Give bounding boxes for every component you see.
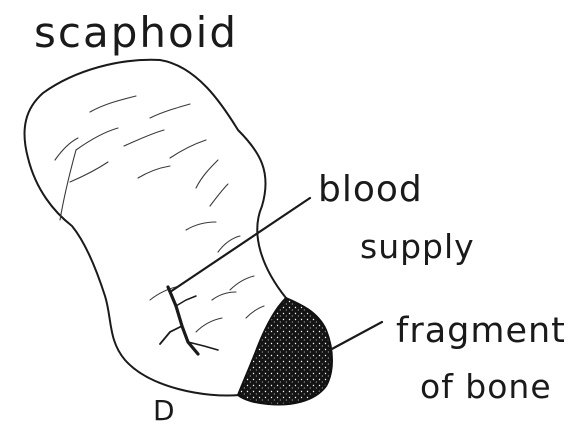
corner-mark-label: D [153,397,176,425]
blood-vessel [160,287,218,354]
fragment-pointer [330,322,382,350]
blood-supply-label-line1: blood [318,172,423,208]
bone-fragment [238,298,332,404]
blood-supply-pointer [170,198,310,292]
fragment-label-line2: of bone [420,370,552,403]
bone-outline [24,60,286,396]
blood-supply-label-line2: supply [360,230,475,263]
diagram-title: scaphoid [34,12,238,54]
bone-texture [55,96,264,332]
fragment-label-line1: fragment [396,314,566,349]
